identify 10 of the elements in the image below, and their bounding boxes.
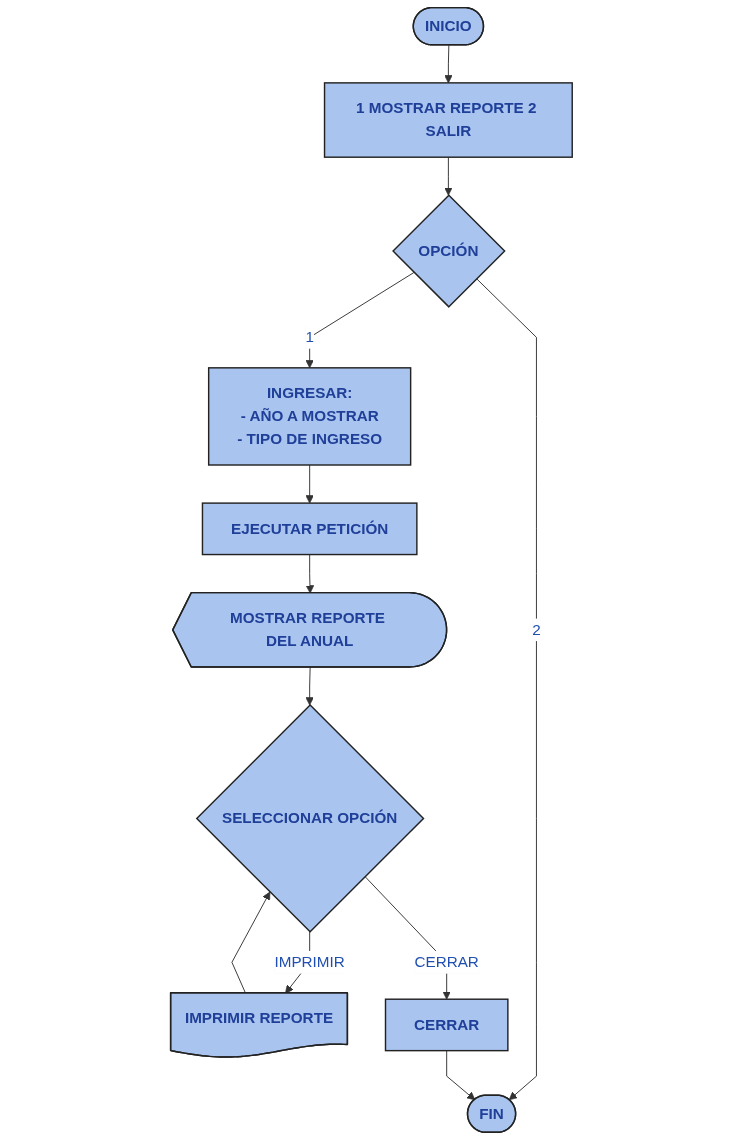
node-box: 1 MOSTRAR REPORTE 2 SALIR: [323, 82, 573, 158]
node-diamond: OPCIÓN: [391, 194, 506, 308]
edge-label: 2: [531, 621, 541, 638]
node-box: EJECUTAR PETICIÓN: [201, 502, 418, 556]
edge-label: CERRAR: [414, 953, 479, 970]
node-box: CERRAR: [384, 998, 509, 1052]
node-box: INGRESAR: - AÑO A MOSTRAR - TIPO DE INGRESO: [207, 367, 411, 466]
node-diamond: SELECCIONAR OPCIÓN: [195, 704, 425, 933]
edge-label: IMPRIMIR: [274, 953, 345, 970]
edge-label: 1: [304, 328, 314, 345]
